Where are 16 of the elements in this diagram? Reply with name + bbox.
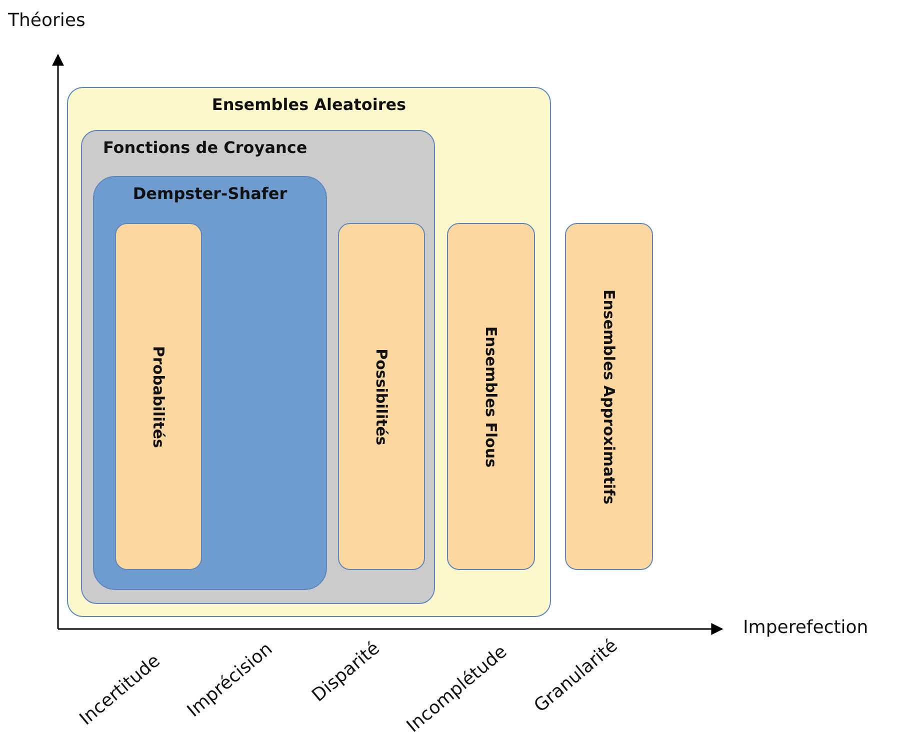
theory-label: Probabilités — [150, 346, 168, 448]
set-title: Dempster-Shafer — [132, 184, 288, 203]
theory-label: Possibilités — [372, 348, 390, 445]
theory-box — [447, 223, 535, 570]
theory-box — [338, 223, 425, 570]
set-title: Ensembles Aleatoires — [212, 95, 406, 114]
axis-title: Théories — [8, 10, 86, 31]
theory-label: Ensembles Flous — [482, 326, 500, 468]
set-title: Fonctions de Croyance — [103, 138, 308, 157]
set-panel — [81, 130, 435, 604]
set-panel — [67, 87, 551, 617]
axis-title: Imperefection — [743, 617, 868, 638]
theory-label: Ensembles Approximatifs — [600, 289, 618, 504]
set-panel — [93, 176, 327, 590]
theory-box — [565, 223, 653, 570]
theory-box — [115, 223, 202, 570]
